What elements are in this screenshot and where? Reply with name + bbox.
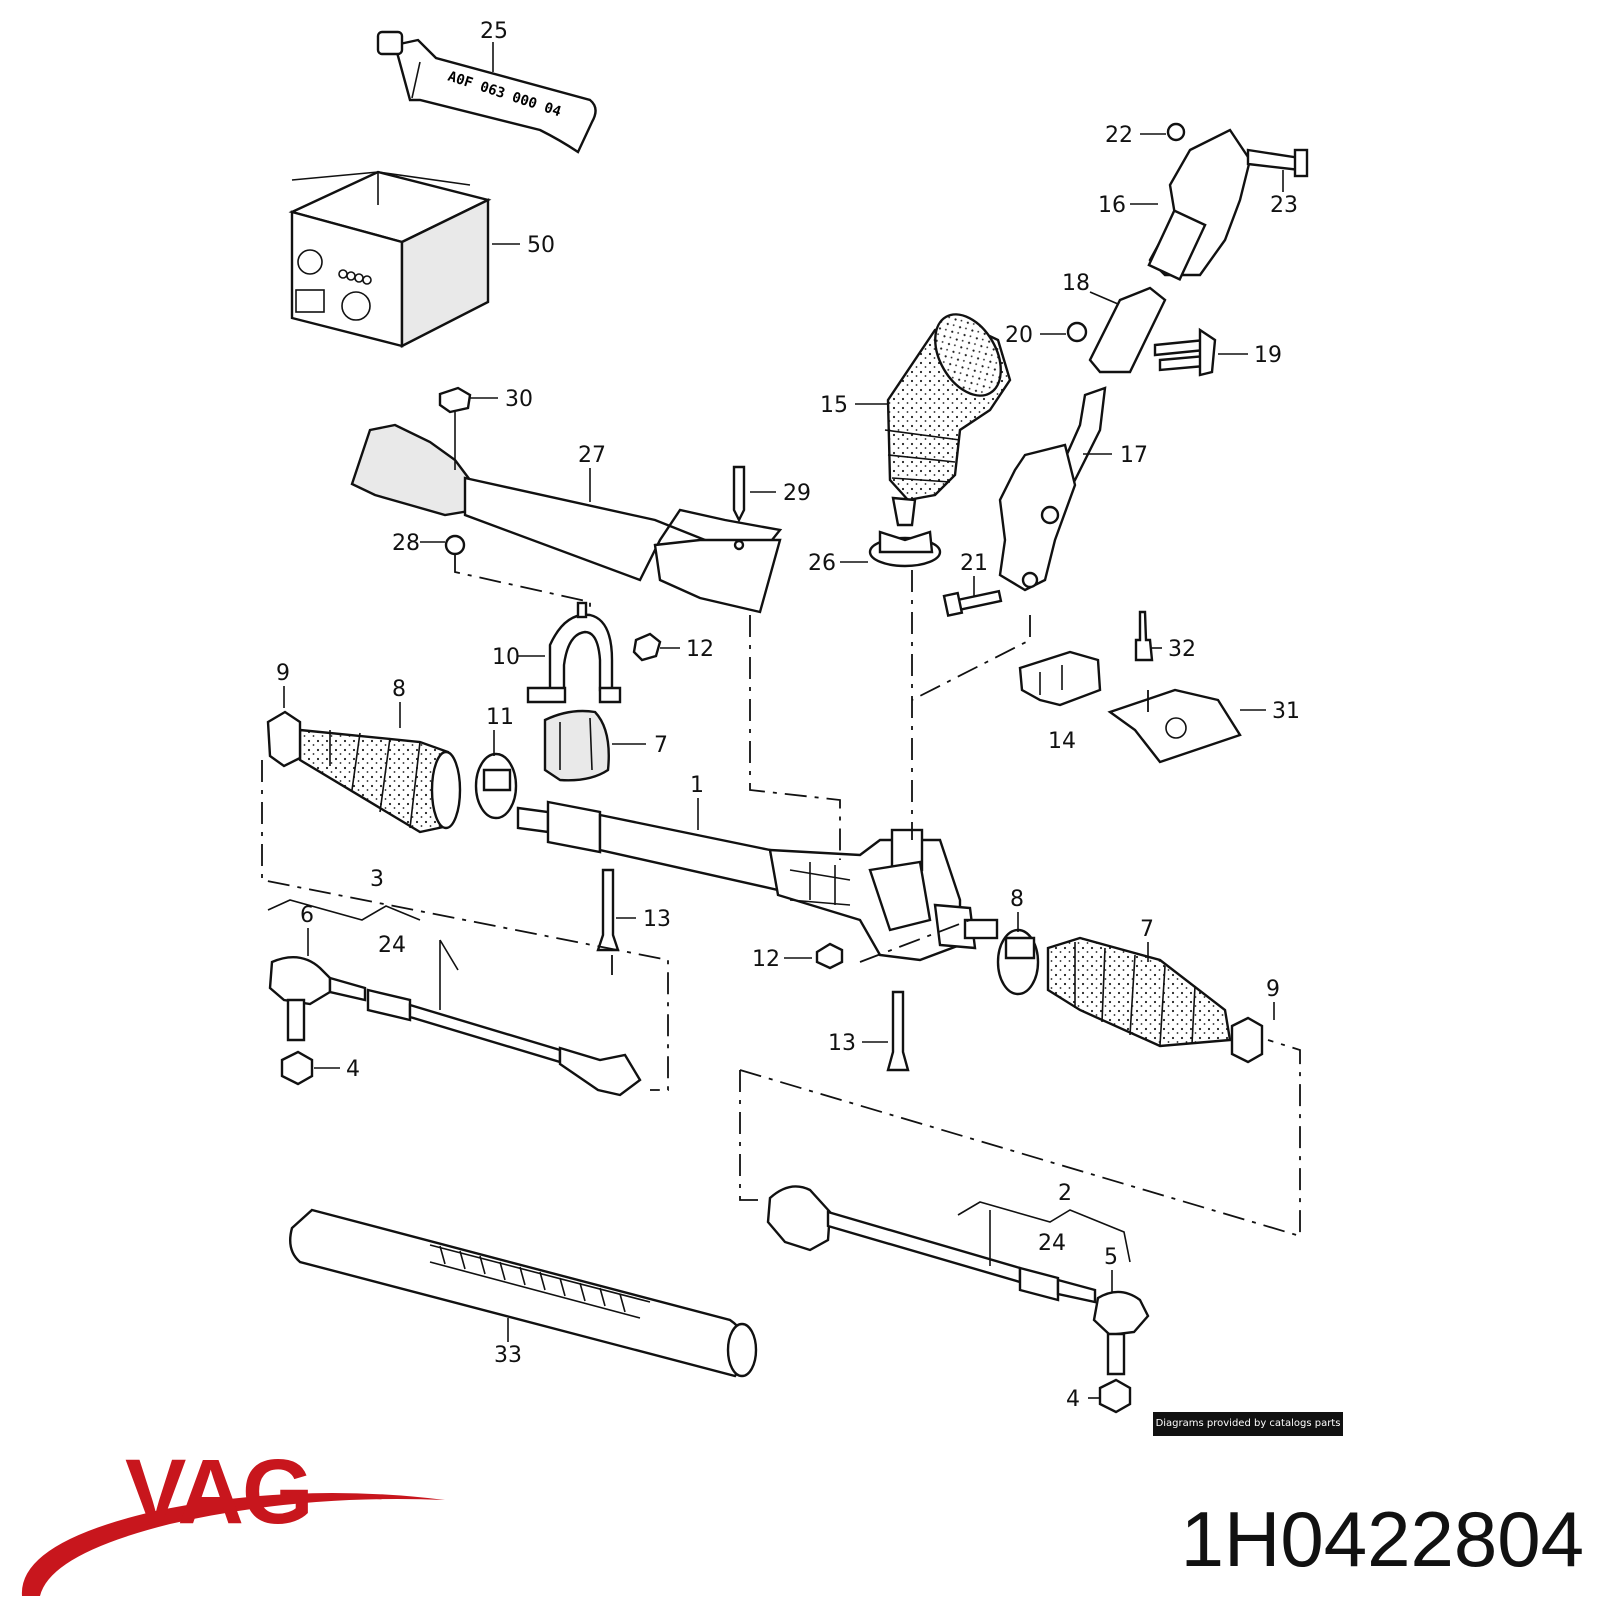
- diagram-credit: Diagrams provided by catalogs parts: [1153, 1412, 1343, 1436]
- callout-17: 17: [1120, 443, 1148, 468]
- steering-rack-housing: [516, 800, 999, 962]
- callout-15: 15: [820, 393, 848, 418]
- left-rack-boot: [266, 710, 518, 834]
- callout-23: 23: [1270, 193, 1298, 218]
- intermediate-shaft-joint: [998, 386, 1107, 592]
- callout-26: 26: [808, 551, 836, 576]
- assembly-leader-lines: [261, 555, 1301, 1238]
- callout-24b: 24: [1038, 1231, 1066, 1256]
- rack-mounting-clamp: [526, 601, 662, 782]
- callout-18: 18: [1062, 271, 1090, 296]
- callout-7a: 8: [392, 677, 406, 702]
- callout-12a: 12: [686, 637, 714, 662]
- callout-2: 2: [1058, 1181, 1072, 1206]
- callout-7b: 7: [1140, 917, 1154, 942]
- callout-21: 21: [960, 551, 988, 576]
- callout-31: 31: [1272, 699, 1300, 724]
- callout-5: 5: [1104, 1245, 1118, 1270]
- callout-9a: 9: [276, 661, 290, 686]
- callout-50: 50: [527, 233, 555, 258]
- callout-12b: 12: [752, 947, 780, 972]
- callout-16: 16: [1098, 193, 1126, 218]
- callout-19: 19: [1254, 343, 1282, 368]
- callout-29: 29: [783, 481, 811, 506]
- steering-rack-bar: [289, 1208, 758, 1378]
- shaft-sleeve: [1066, 286, 1217, 377]
- callout-1: 1: [690, 773, 704, 798]
- callout-20: 20: [1005, 323, 1033, 348]
- callout-14: 14: [1048, 729, 1076, 754]
- retaining-plate: [868, 530, 1003, 617]
- callout-4b: 4: [1066, 1387, 1080, 1412]
- callout-13b: 13: [828, 1031, 856, 1056]
- grease-tube: A0F 063 000 04: [376, 30, 597, 154]
- part-number: 1H0422804: [1180, 1495, 1584, 1583]
- callout-25: 25: [480, 19, 508, 44]
- repair-kit-box: [288, 170, 492, 348]
- callout-30: 30: [505, 387, 533, 412]
- upper-universal-joint: [1147, 122, 1309, 281]
- callout-8b: 8: [1010, 887, 1024, 912]
- clip-and-bracket: [1018, 610, 1242, 764]
- callout-24a: 24: [378, 933, 406, 958]
- callout-27: 27: [578, 443, 606, 468]
- callout-6: 6: [300, 903, 314, 928]
- steering-column-boot: [884, 313, 1012, 527]
- brand-swoosh-logo: [21, 1492, 445, 1596]
- mounting-bolts: [596, 868, 910, 1072]
- callout-10: 10: [492, 645, 520, 670]
- right-tie-rod: [766, 1185, 1150, 1414]
- callout-22: 22: [1105, 123, 1133, 148]
- left-tie-rod: [268, 956, 642, 1097]
- callout-3: 3: [370, 867, 384, 892]
- callout-32: 32: [1168, 637, 1196, 662]
- callout-11: 7: [654, 733, 668, 758]
- callout-4a: 4: [346, 1057, 360, 1082]
- callout-28: 28: [392, 531, 420, 556]
- brand-name: VAG: [125, 1441, 314, 1543]
- heat-shield: [350, 386, 783, 614]
- callout-9b: 9: [1266, 977, 1280, 1002]
- right-rack-boot: [996, 928, 1264, 1064]
- callout-33: 33: [494, 1343, 522, 1368]
- callout-8a: 11: [486, 705, 514, 730]
- callout-13a: 13: [643, 907, 671, 932]
